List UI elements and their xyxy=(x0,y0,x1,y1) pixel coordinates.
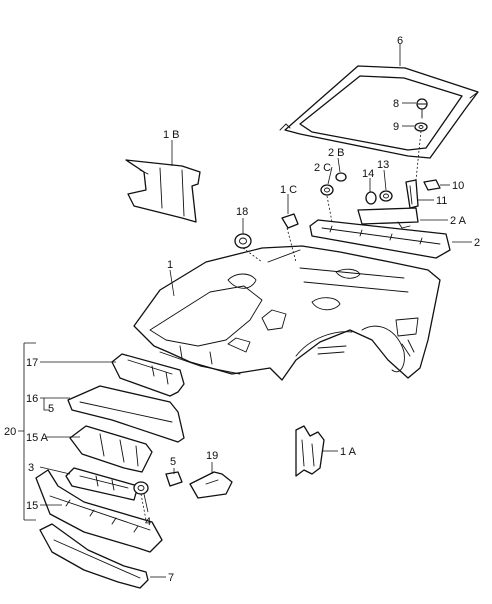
callout-20: 20 xyxy=(4,426,16,438)
spoiler-lip-part xyxy=(39,523,149,589)
front-body-structure-part xyxy=(133,245,441,381)
clip-10-part xyxy=(423,179,441,191)
bracket-1b-part xyxy=(125,159,201,223)
assembly-leader-lines xyxy=(140,130,422,521)
bumper-cover-16-part xyxy=(67,385,185,443)
callout-6: 6 xyxy=(397,35,403,47)
callout-2c: 2 C xyxy=(314,162,331,174)
grommet-2c-part xyxy=(320,184,334,196)
callout-5a: 5 xyxy=(48,403,54,415)
callout-5b: 5 xyxy=(170,456,176,468)
screw-part xyxy=(416,98,428,119)
bracket-1a-part xyxy=(295,425,325,477)
plug-2b-part xyxy=(335,172,347,182)
callout-2a: 2 A xyxy=(450,215,467,227)
callout-7: 7 xyxy=(168,572,174,584)
upper-front-panel-part xyxy=(111,353,185,397)
callout-1c: 1 C xyxy=(280,184,297,196)
bracket-19-part xyxy=(189,471,233,499)
callout-17: 17 xyxy=(26,357,38,369)
reinforcement-3-part xyxy=(65,467,139,501)
windshield-frame-part xyxy=(279,65,479,159)
callout-11: 11 xyxy=(436,195,447,207)
callout-10: 10 xyxy=(452,180,464,192)
clip-5-part xyxy=(165,471,183,487)
callout-1b: 1 B xyxy=(163,129,180,141)
callout-19: 19 xyxy=(206,450,218,462)
bracket-11-part xyxy=(405,179,419,209)
callout-13: 13 xyxy=(377,159,389,171)
grommet-14-part xyxy=(365,191,377,205)
callout-15: 15 xyxy=(26,500,38,512)
callout-1a: 1 A xyxy=(340,446,357,458)
nut-part xyxy=(414,122,428,132)
grommet-18-part xyxy=(234,233,252,249)
callout-labels: 6 8 9 1 B 2 B 2 C 1 C 13 14 10 11 2 A 2 … xyxy=(4,35,480,584)
callout-15a: 15 A xyxy=(26,432,49,444)
clip-1c-part xyxy=(281,213,299,229)
callout-1: 1 xyxy=(167,259,173,271)
grommet-4-part xyxy=(133,481,149,495)
callout-3: 3 xyxy=(28,462,34,474)
panel-2a-part xyxy=(357,207,419,229)
cross-member-part xyxy=(309,219,451,259)
callout-2: 2 xyxy=(474,237,480,249)
callout-18: 18 xyxy=(236,206,248,218)
lower-bumper-15-part xyxy=(35,469,163,553)
callout-2b: 2 B xyxy=(328,147,345,159)
callout-14: 14 xyxy=(362,168,374,180)
bracket-15a-part xyxy=(69,425,153,473)
callout-4: 4 xyxy=(145,516,151,528)
callout-16: 16 xyxy=(26,393,38,405)
callout-8: 8 xyxy=(393,98,399,110)
grommet-13-part xyxy=(379,190,393,202)
callout-9: 9 xyxy=(393,121,399,133)
callout-leaders xyxy=(18,44,472,578)
